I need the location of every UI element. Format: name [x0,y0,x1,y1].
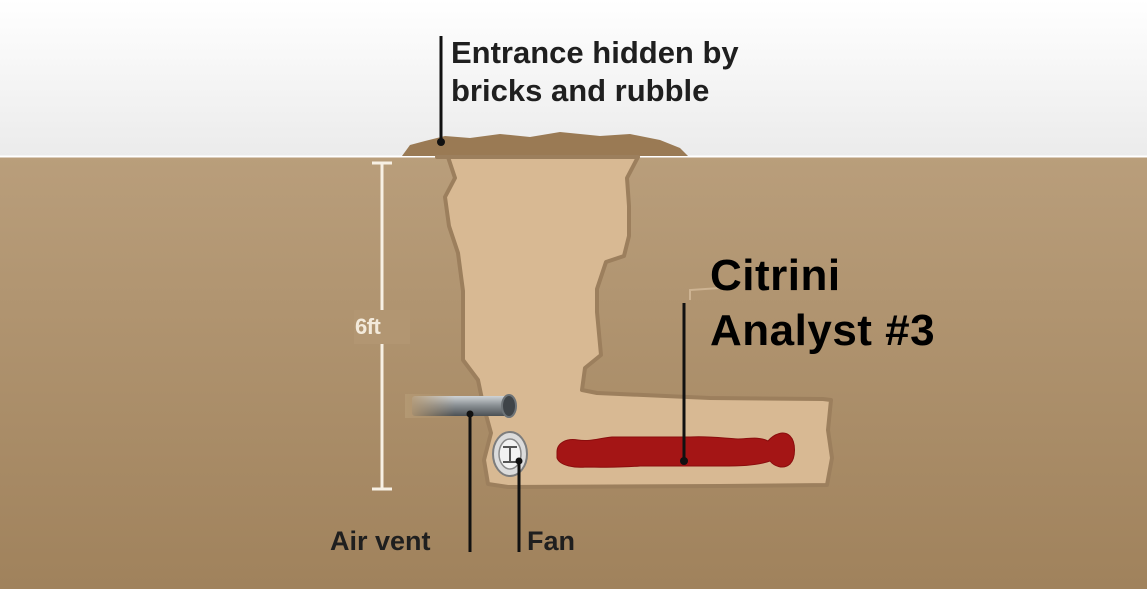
citrini-label-line1: Citrini [710,251,841,300]
air-vent-label: Air vent [330,526,431,556]
tunnel-shaft [435,155,834,489]
depth-label: 6ft [355,314,381,339]
sky-region [0,0,1147,156]
air-vent-leader-dot [466,410,474,418]
chamber-hint [689,287,721,300]
citrini-label: Citrini Analyst #3 [710,248,935,358]
body-silhouette-icon [556,432,795,468]
fan-leader-dot [515,457,523,465]
fan-label: Fan [527,526,576,556]
entrance-label-line1: Entrance hidden by [451,35,739,70]
citrini-leader-dot [680,457,688,465]
entrance-label: Entrance hidden by bricks and rubble [451,34,739,110]
depth-dimension [354,161,410,491]
air-vent-pipe-icon [405,394,517,418]
rubble-mound [402,132,688,156]
entrance-label-line2: bricks and rubble [451,73,710,108]
citrini-label-line2: Analyst #3 [710,306,936,355]
fan-icon [492,431,528,477]
entrance-leader-dot [437,138,445,146]
